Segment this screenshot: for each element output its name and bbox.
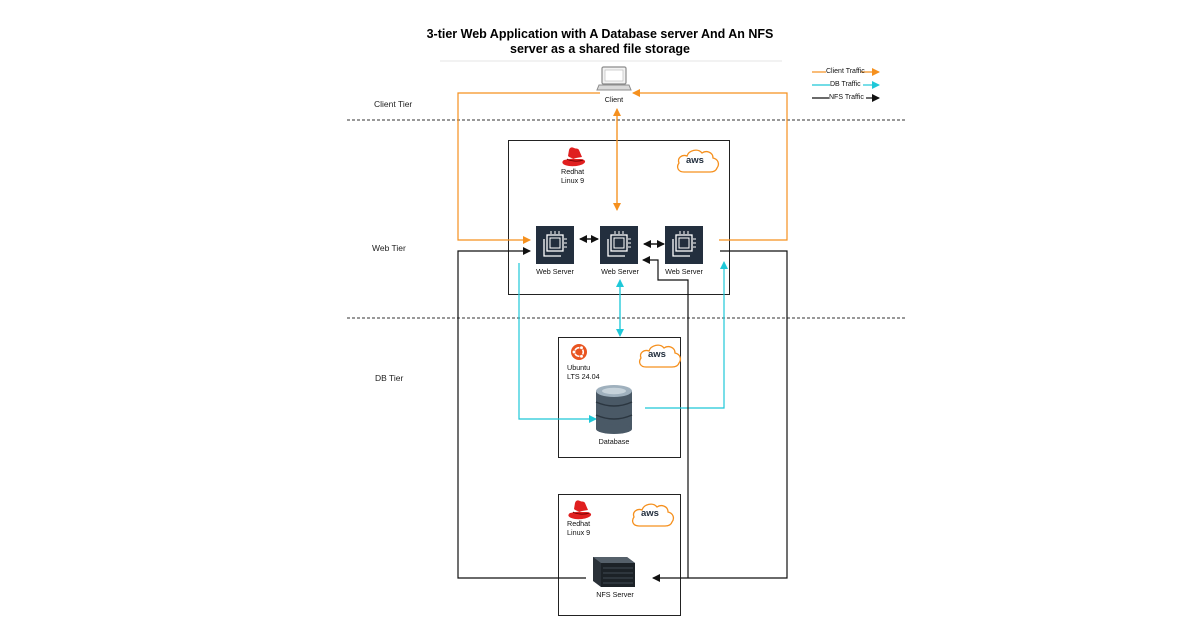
aws-cloud-icon: [632, 503, 675, 527]
nfs-traffic-lines: [457, 235, 788, 582]
ec2-icon-2: [600, 226, 638, 264]
nfs-server-label: NFS Server: [596, 590, 634, 599]
legend-client-traffic: Client Traffic: [826, 68, 865, 75]
legend-db-traffic: DB Traffic: [830, 81, 861, 88]
legend-nfs-traffic: NFS Traffic: [829, 94, 864, 101]
aws-cloud-icon: [677, 149, 720, 173]
client-computer-icon: [596, 66, 632, 91]
db-traffic-lines: [518, 261, 728, 423]
os-name: Ubuntu: [567, 363, 591, 372]
nfs-group-os-label: Redhat Linux 9: [567, 519, 590, 537]
database-label: Database: [598, 437, 630, 446]
db-tier-group: [558, 337, 681, 458]
client-label: Client: [604, 95, 624, 104]
os-version: Linux 9: [567, 528, 591, 537]
web-server-label-2: Web Server: [601, 267, 639, 276]
tier-label-web: Web Tier: [372, 243, 406, 253]
os-version: LTS 24.04: [567, 372, 600, 381]
redhat-icon: [562, 147, 586, 167]
os-version: Linux 9: [561, 176, 585, 185]
os-name: Redhat: [561, 167, 585, 176]
web-group-os-label: Redhat Linux 9: [561, 167, 584, 185]
tier-label-db: DB Tier: [375, 373, 404, 383]
os-name: Redhat: [567, 519, 591, 528]
aws-cloud-icon: [639, 344, 682, 368]
title-line-2: server as a shared file storage: [510, 42, 690, 56]
diagram-title: 3-tier Web Application with A Database s…: [380, 27, 820, 57]
aws-badge-text: aws: [648, 349, 666, 360]
tier-label-client: Client Tier: [374, 99, 413, 109]
legend-lines: [812, 68, 880, 102]
ec2-icon-1: [536, 226, 574, 264]
db-group-os-label: Ubuntu LTS 24.04: [567, 363, 600, 381]
ubuntu-icon: [571, 344, 587, 360]
database-icon: [595, 385, 633, 434]
aws-badge-text: aws: [641, 508, 659, 519]
web-server-label-3: Web Server: [665, 267, 703, 276]
aws-badge-text: aws: [686, 155, 704, 166]
web-server-label-1: Web Server: [536, 267, 574, 276]
ec2-icon-3: [665, 226, 703, 264]
nfs-server-icon: [593, 557, 635, 587]
redhat-icon: [568, 500, 592, 520]
title-line-1: 3-tier Web Application with A Database s…: [426, 27, 774, 41]
web-tier-group: [508, 140, 730, 295]
client-traffic-lines: [457, 89, 788, 244]
nfs-group: [558, 494, 681, 616]
